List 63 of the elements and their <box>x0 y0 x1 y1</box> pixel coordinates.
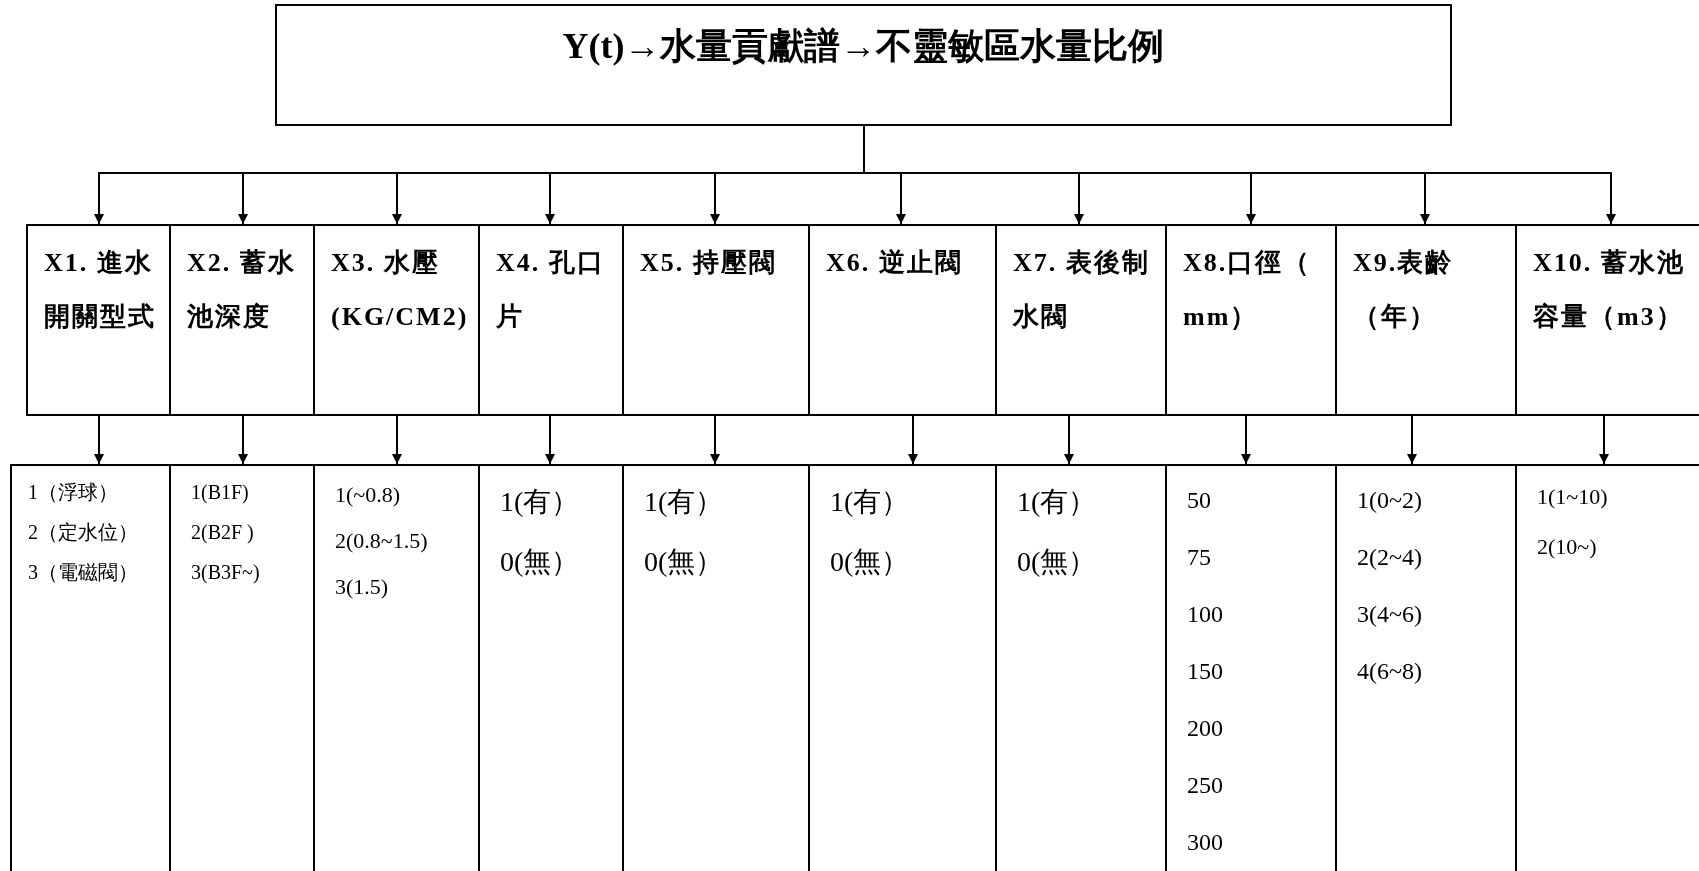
header-text: X10. 蓄水池容量（m3） <box>1533 247 1686 333</box>
value-text: 100 <box>1187 600 1223 629</box>
value-text: 2(10~) <box>1537 533 1597 561</box>
value-text: 150 <box>1187 657 1223 686</box>
value-text: 1(1~10) <box>1537 483 1608 511</box>
header-text: X4. 孔口片 <box>496 247 606 333</box>
arrow <box>1599 415 1609 465</box>
header-text: X8.口徑（ mm） <box>1183 247 1313 333</box>
value-text: 0(無） <box>1017 545 1097 579</box>
header-text: X5. 持壓閥 <box>640 247 778 279</box>
value-text: 3（電磁閥） <box>28 560 138 585</box>
value-text: 200 <box>1187 714 1223 743</box>
value-text: 2(B2F ) <box>191 520 254 546</box>
header-box <box>995 224 1167 416</box>
value-text: 2（定水位） <box>28 520 138 545</box>
arrow <box>1064 415 1074 465</box>
value-text: 1（浮球） <box>28 480 118 505</box>
arrow <box>1407 415 1417 465</box>
arrow <box>238 415 248 465</box>
arrow <box>908 415 918 465</box>
value-text: 0(無） <box>830 545 910 579</box>
value-text: 3(B3F~) <box>191 560 260 586</box>
value-text: 50 <box>1187 486 1211 515</box>
arrow <box>545 415 555 465</box>
value-text: 250 <box>1187 771 1223 800</box>
value-text: 75 <box>1187 543 1211 572</box>
value-text: 1(有） <box>830 485 910 519</box>
header-box <box>169 224 315 416</box>
arrow <box>710 415 720 465</box>
value-text: 1(有） <box>1017 485 1097 519</box>
header-text: X1. 進水開關型式 <box>44 247 157 333</box>
value-text: 1(~0.8) <box>335 481 401 509</box>
value-text: 1(0~2) <box>1357 486 1422 515</box>
value-text: 300 <box>1187 828 1223 857</box>
value-text: 0(無） <box>644 545 724 579</box>
title-text: Y(t)→水量貢獻譜→不靈敏區水量比例 <box>562 25 1165 68</box>
arrow <box>1241 415 1251 465</box>
header-box <box>313 224 480 416</box>
header-box <box>1515 224 1699 416</box>
arrow <box>94 415 104 465</box>
value-box <box>10 464 171 871</box>
header-text: X9.表齡（年） <box>1353 247 1455 333</box>
value-text: 2(2~4) <box>1357 543 1422 572</box>
value-text: 1(有） <box>500 485 580 519</box>
value-text: 1(有） <box>644 485 724 519</box>
title-box <box>275 4 1452 126</box>
header-box <box>478 224 624 416</box>
header-box <box>622 224 810 416</box>
value-text: 1(B1F) <box>191 480 249 506</box>
value-text: 3(4~6) <box>1357 600 1422 629</box>
header-box <box>808 224 997 416</box>
value-text: 4(6~8) <box>1357 657 1422 686</box>
value-text: 3(1.5) <box>335 573 389 601</box>
header-text: X7. 表後制水閥 <box>1013 247 1151 333</box>
header-box <box>1335 224 1517 416</box>
header-box <box>26 224 171 416</box>
header-text: X2. 蓄水池深度 <box>187 247 297 333</box>
value-text: 2(0.8~1.5) <box>335 527 428 555</box>
header-box <box>1165 224 1337 416</box>
arrow <box>392 415 402 465</box>
header-text: X3. 水壓(KG/CM2) <box>331 247 470 333</box>
header-text: X6. 逆止閥 <box>826 247 964 279</box>
value-text: 0(無） <box>500 545 580 579</box>
